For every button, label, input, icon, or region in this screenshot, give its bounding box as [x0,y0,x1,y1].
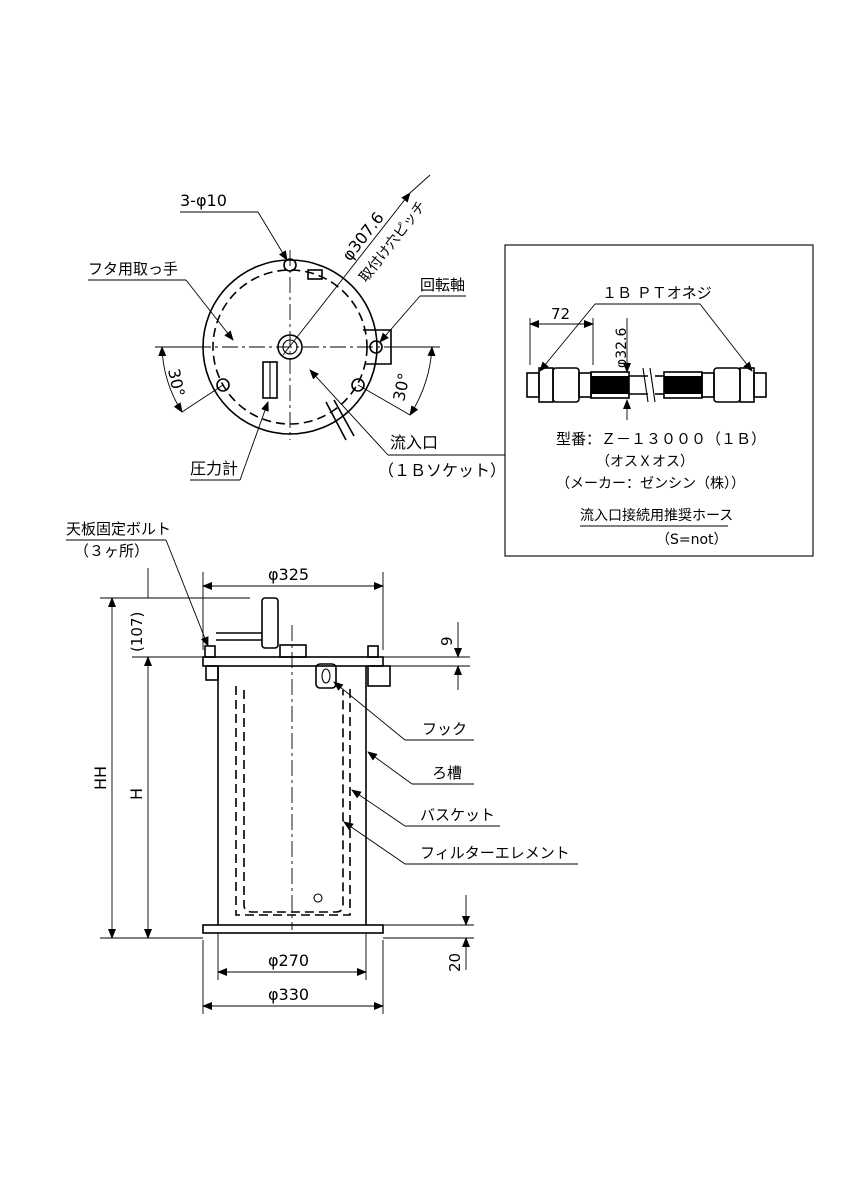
hook-label: フック [422,720,467,738]
hole-spec-label: 3-φ10 [180,191,227,210]
dim-9-label: 9 [438,636,456,646]
top-plate [202,656,384,667]
filter-label: フィルターエレメント [420,844,570,862]
top-fitting [307,269,323,280]
angle-right-label: 30° [389,371,413,403]
top-bolt-qty-label: （３ヶ所） [74,542,149,560]
side-view: φ325 天板固定ボルト （３ヶ所） HH H (107) 9 20 φ270 [66,520,578,1014]
height-107-label: (107) [128,612,146,652]
ends-label: （オスＸオス） [596,454,694,470]
thread-label: １Ｂ ＰＴオネジ [602,284,712,302]
maker-label: （メーカー：ゼンシン（株）） [556,476,745,492]
pressure-gauge-label: 圧力計 [190,459,238,478]
hh-label: HH [91,766,110,790]
inlet-socket-label: （１Ｂソケット） [378,461,506,480]
basket-label: バスケット [420,806,495,824]
dim-20-label: 20 [446,953,464,972]
dia-325-label: φ325 [268,565,309,584]
lid-handle-label: フタ用取っ手 [88,260,178,278]
bolt-right [367,645,379,658]
scale-note-label: （S=not） [656,532,728,548]
hose-dia-label: φ32.6 [614,328,630,369]
inlet-label: 流入口 [390,433,438,452]
hose-box-frame [504,244,814,557]
angle-left-label: 30° [164,367,188,399]
pressure-gauge [261,597,279,649]
hose-drawing [526,367,767,403]
dia-270-label: φ270 [268,951,309,970]
mount-hole-right [351,378,365,392]
bottom-flange [202,924,384,934]
h-label: H [127,788,146,800]
length-72-label: 72 [551,305,570,323]
pivot-label: 回転軸 [420,276,465,294]
hose-title-label: 流入口接続用推奨ホース [580,507,733,524]
dia-330-label: φ330 [268,985,309,1004]
hose-box: １Ｂ ＰＴオネジ 72 φ32.6 [504,244,814,557]
model-label: 型番：Ｚ－１３０００（１Ｂ） [556,430,766,448]
pivot-hole [369,340,383,354]
mount-hole-left [216,378,230,392]
tank-label: ろ槽 [432,764,462,782]
bolt-left [204,645,216,658]
mount-hole-top [283,258,297,272]
inlet-pipe [325,401,347,441]
pitch-leader [282,192,411,356]
top-bolt-label: 天板固定ボルト [66,520,171,538]
top-view: φ307.6 取付け穴ピッチ 3-φ10 フタ用取っ手 回転軸 30° 30° … [88,174,506,481]
basket-outline [235,686,351,916]
hook [315,663,337,689]
filter-outline [243,690,344,913]
